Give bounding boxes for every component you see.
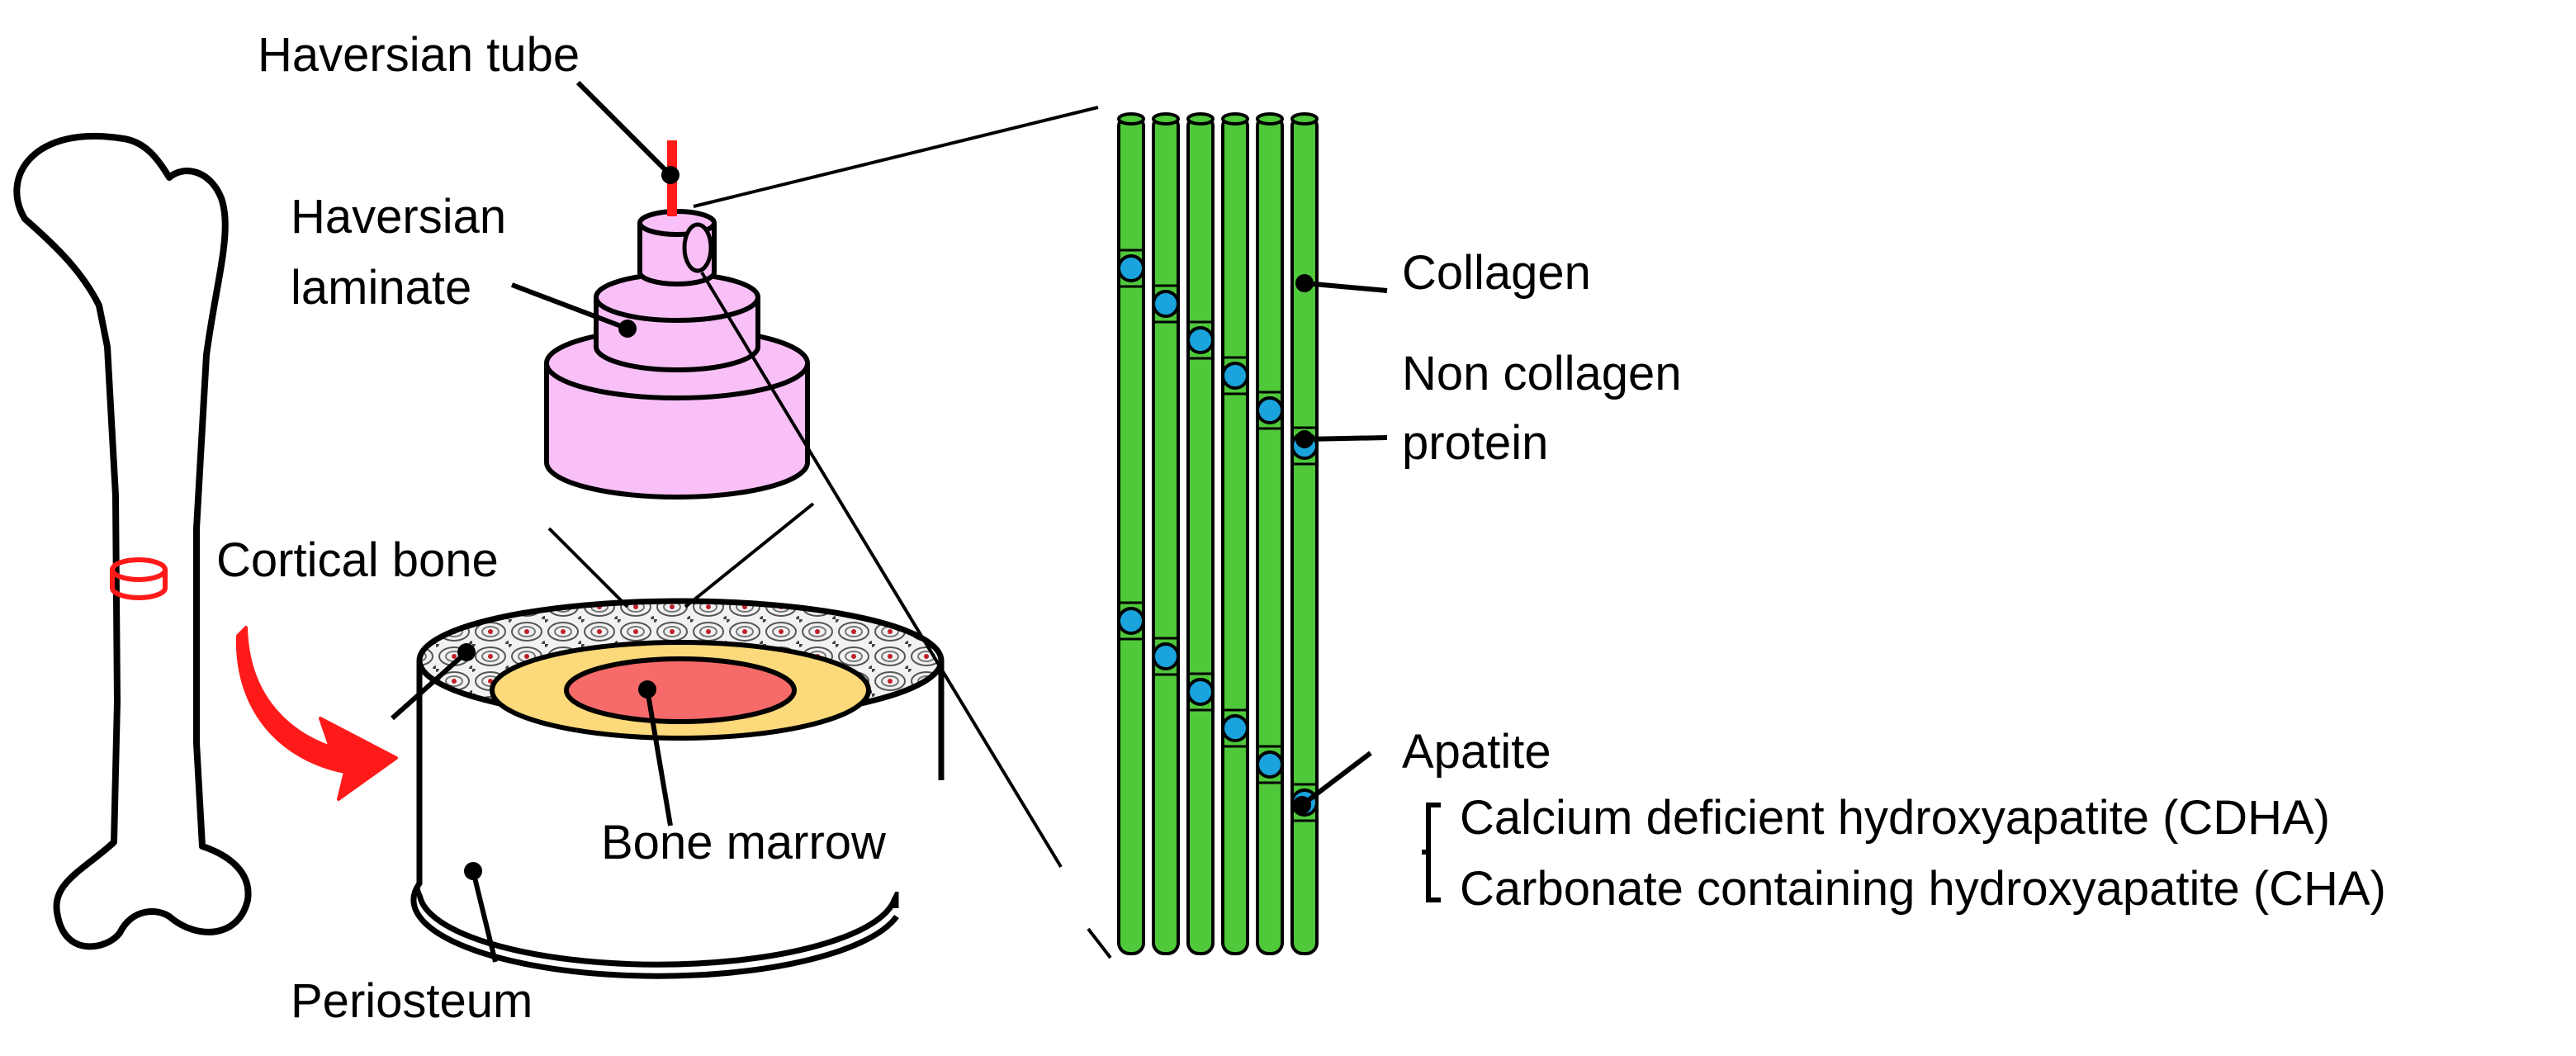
apatite-bead: [1256, 396, 1284, 424]
apatite-bead: [1221, 362, 1249, 390]
label-haversian-laminate-2: laminate: [291, 261, 471, 315]
apatite-bead: [1221, 714, 1249, 742]
bone-marrow-core: [564, 656, 797, 724]
apatite-bead: [1186, 326, 1215, 354]
label-non-collagen-2: protein: [1402, 416, 1548, 470]
curved-arrow-icon: [235, 626, 398, 801]
leader-lines: [391, 80, 1441, 963]
apatite-bead: [1256, 751, 1284, 779]
femur-outline: [13, 132, 252, 950]
collagen-fibril: [1186, 114, 1215, 955]
fibril-cap: [1290, 112, 1319, 125]
fibril-cap: [1221, 112, 1249, 125]
fibril-cap: [1152, 112, 1180, 125]
apatite-bead: [1117, 607, 1145, 635]
collagen-fibril: [1256, 114, 1284, 955]
label-apatite: Apatite: [1402, 725, 1551, 779]
collagen-fibril: [1117, 114, 1145, 955]
haversian-laminate: [544, 209, 810, 500]
collagen-fibril: [1152, 114, 1180, 955]
collagen-fibril: [1290, 114, 1319, 955]
apatite-bead: [1117, 254, 1145, 282]
collagen-fibrils: [1117, 112, 1319, 955]
label-cortical-bone: Cortical bone: [216, 533, 499, 587]
section-marker-icon: [110, 557, 168, 600]
collagen-fibril: [1221, 114, 1249, 955]
label-haversian-tube: Haversian tube: [258, 28, 580, 82]
label-cdha: Calcium deficient hydroxyapatite (CDHA): [1460, 791, 2330, 845]
label-collagen: Collagen: [1402, 246, 1591, 300]
label-periosteum: Periosteum: [291, 974, 533, 1028]
apatite-bead: [1186, 678, 1215, 706]
label-bone-marrow: Bone marrow: [601, 816, 887, 869]
label-haversian-laminate-1: Haversian: [291, 190, 506, 244]
apatite-bead: [1152, 642, 1180, 670]
leader-dots: [457, 166, 1314, 880]
fibril-cap: [1117, 112, 1145, 125]
fibril-cap: [1186, 112, 1215, 125]
label-non-collagen-1: Non collagen: [1402, 347, 1682, 400]
apatite-bead: [1152, 290, 1180, 318]
fibril-cap: [1256, 112, 1284, 125]
cortical-bone-cylinder: [410, 598, 945, 979]
label-cha: Carbonate containing hydroxyapatite (CHA…: [1460, 862, 2386, 916]
